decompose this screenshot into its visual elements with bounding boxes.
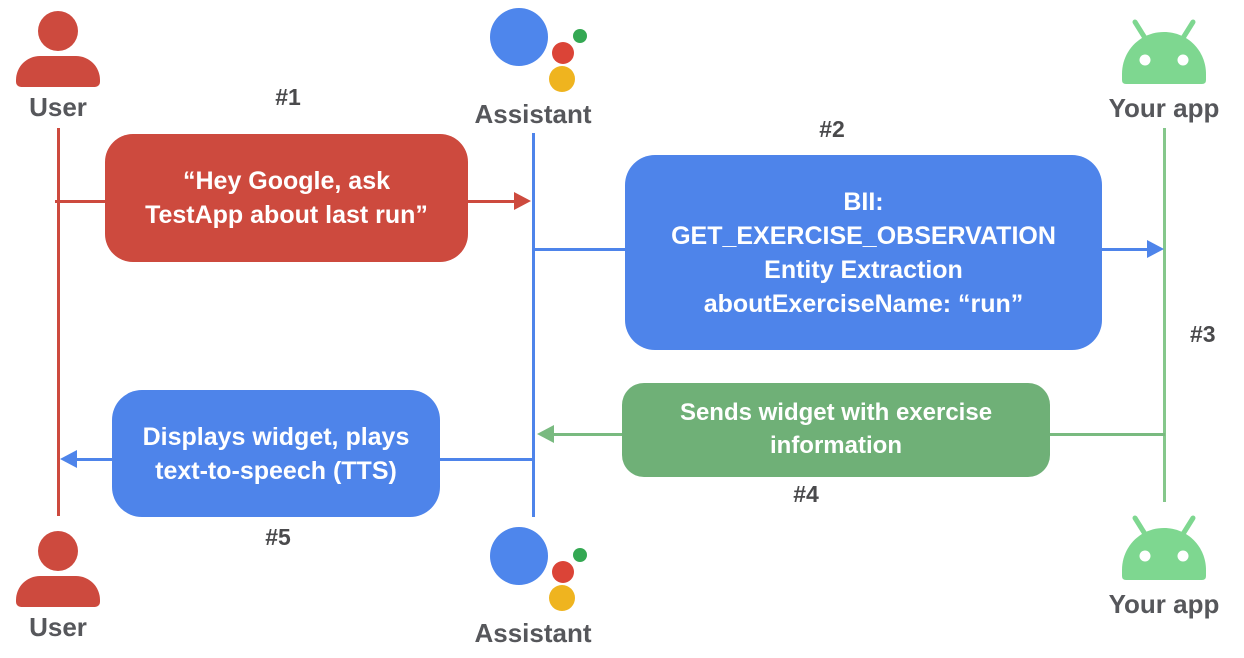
- step5-label: #5: [265, 524, 291, 550]
- user-lifeline: [57, 128, 60, 516]
- assistant-blue-circle: [490, 8, 548, 66]
- step1-arrowhead-icon: [514, 192, 531, 210]
- actor-assistant-bottom: Assistant: [474, 527, 592, 649]
- step2-arrowhead-icon: [1147, 240, 1164, 258]
- step1-label: #1: [275, 84, 301, 110]
- step4-message-box: Sends widget with exercise information: [622, 383, 1050, 477]
- step1-message-box: “Hey Google, ask TestApp about last run”: [105, 134, 468, 262]
- step4-message-text: Sends widget with exercise information: [679, 399, 993, 459]
- assistant-red-circle: [552, 561, 574, 583]
- step5-message-text: Displays widget, plays text-to-speech (T…: [142, 422, 410, 485]
- assistant-red-circle: [552, 42, 574, 64]
- google-assistant-logo-icon: [477, 527, 589, 613]
- user-shoulders-shape: [16, 576, 100, 607]
- android-icon: [1122, 19, 1206, 84]
- actor-label-your-app: Your app: [1108, 589, 1220, 619]
- step1-message-text: “Hey Google, ask TestApp about last run”: [145, 167, 428, 229]
- assistant-blue-circle: [490, 527, 548, 585]
- step5-message-box: Displays widget, plays text-to-speech (T…: [112, 390, 440, 517]
- user-icon: [16, 11, 100, 87]
- google-assistant-logo-icon: [477, 8, 589, 94]
- actor-label-user: User: [29, 92, 87, 122]
- actor-user-top: User: [16, 11, 100, 123]
- actor-label-your-app: Your app: [1108, 93, 1220, 123]
- user-icon: [16, 531, 100, 607]
- actor-label-assistant: Assistant: [474, 99, 592, 129]
- step4-arrowhead-icon: [537, 425, 554, 443]
- your-app-lifeline: [1163, 128, 1166, 502]
- user-shoulders-shape: [16, 56, 100, 87]
- actor-label-assistant: Assistant: [474, 618, 592, 648]
- step4-label: #4: [793, 481, 819, 507]
- actor-user-bottom: User: [16, 531, 100, 643]
- user-head-shape: [38, 531, 78, 571]
- step2-label: #2: [819, 116, 845, 142]
- user-head-shape: [38, 11, 78, 51]
- actor-label-user: User: [29, 612, 87, 642]
- actor-assistant-top: Assistant: [474, 8, 592, 130]
- step5-arrowhead-icon: [60, 450, 77, 468]
- assistant-yellow-circle: [549, 66, 575, 92]
- android-icon: [1122, 515, 1206, 580]
- assistant-yellow-circle: [549, 585, 575, 611]
- step3-label: #3: [1190, 321, 1216, 347]
- actor-your-app-bottom: Your app: [1109, 512, 1219, 620]
- assistant-lifeline: [532, 133, 535, 517]
- step2-message-box: BII: GET_EXERCISE_OBSERVATION Entity Ext…: [625, 155, 1102, 350]
- actor-your-app-top: Your app: [1109, 16, 1219, 124]
- assistant-green-circle: [573, 29, 587, 43]
- assistant-green-circle: [573, 548, 587, 562]
- step2-message-text: BII: GET_EXERCISE_OBSERVATION Entity Ext…: [671, 187, 1056, 318]
